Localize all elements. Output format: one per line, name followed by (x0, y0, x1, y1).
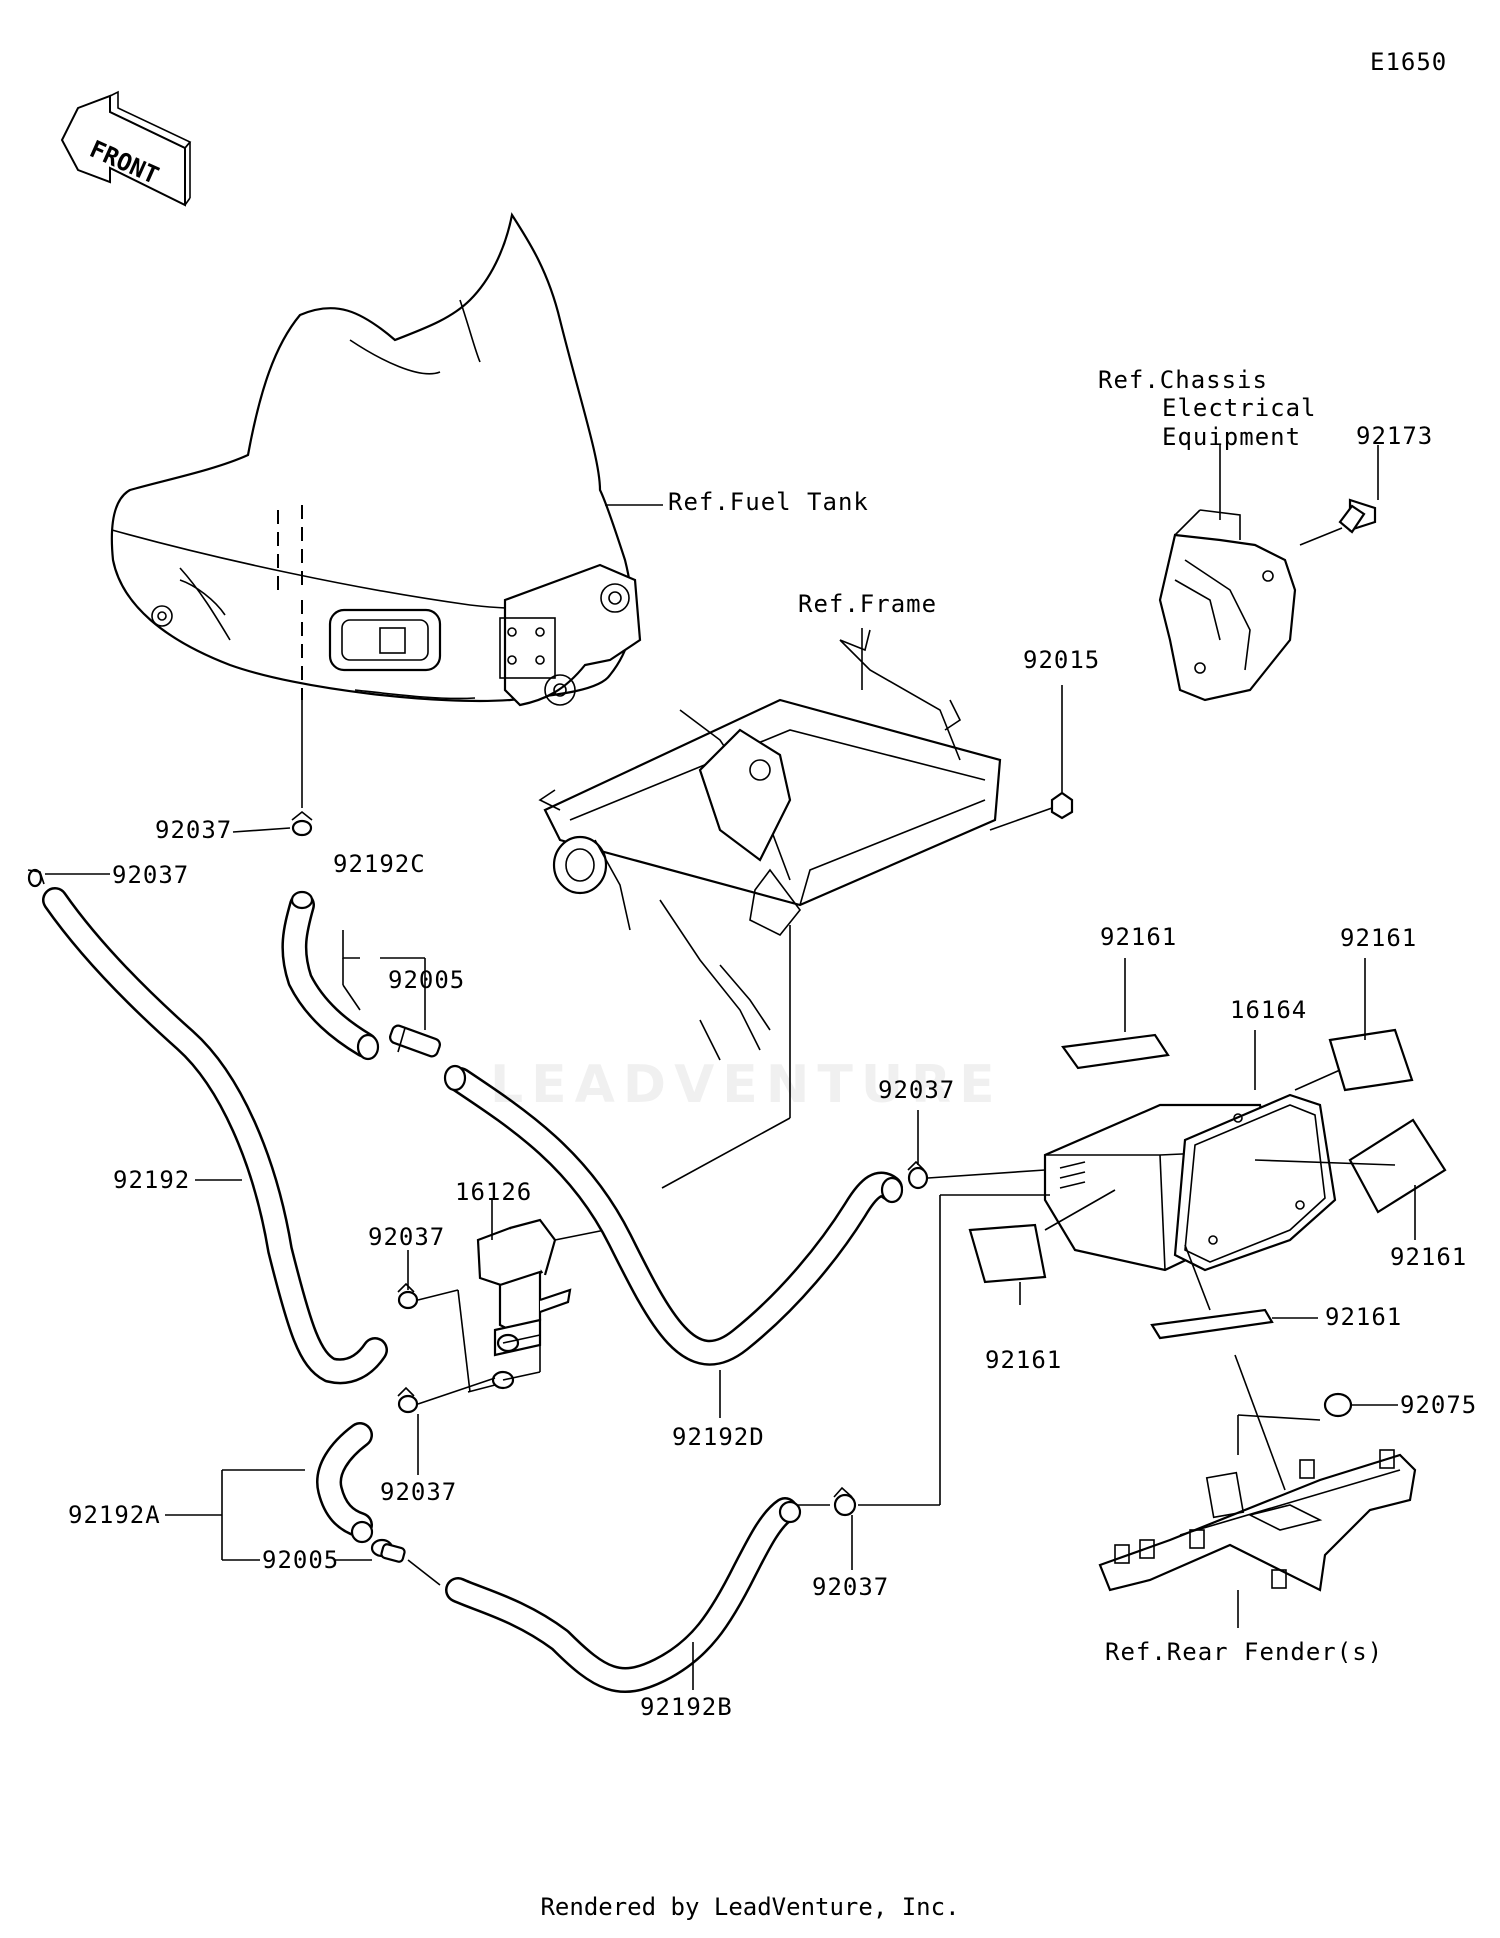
part-label-92161-b: 92161 (1340, 924, 1418, 952)
clamp-92037-mid (397, 1282, 419, 1310)
rear-fender-reference (1098, 1449, 1417, 1592)
part-label-92075: 92075 (1400, 1391, 1478, 1419)
part-label-16164: 16164 (1230, 996, 1308, 1024)
ref-chassis-label-line3: Equipment (1162, 423, 1302, 451)
ref-chassis-label-line1: Ref.Chassis (1098, 366, 1268, 394)
part-label-92005-a: 92005 (388, 966, 466, 994)
clamp-92037-bottom (833, 1486, 857, 1517)
part-label-92192A: 92192A (68, 1501, 161, 1529)
pad-92161-top-left (1061, 1033, 1170, 1070)
watermark-text: LEADVENTURE (490, 1055, 1003, 1115)
part-label-92161-e: 92161 (985, 1346, 1063, 1374)
part-label-92037-c: 92037 (878, 1076, 956, 1104)
front-arrow-label: FRONT (86, 135, 163, 190)
bolt-92173 (1338, 498, 1377, 534)
part-label-92037-d: 92037 (368, 1223, 446, 1251)
part-label-92173: 92173 (1356, 422, 1434, 450)
part-label-92037-b: 92037 (112, 861, 190, 889)
ref-chassis-label-line2: Electrical (1162, 394, 1317, 422)
clamp-92037-top (291, 810, 313, 837)
pad-92161-top-right (1328, 1028, 1414, 1092)
connector-92005-upper (389, 1024, 441, 1058)
part-label-92161-d: 92161 (1325, 1303, 1403, 1331)
chassis-electrical-bracket-reference (1158, 509, 1297, 702)
canister-16164 (1043, 1093, 1337, 1272)
fuel-tank-reference (110, 212, 642, 707)
part-label-92192D: 92192D (672, 1423, 765, 1451)
part-label-92161-c: 92161 (1390, 1243, 1468, 1271)
ref-rear-fender-label: Ref.Rear Fender(s) (1105, 1638, 1384, 1666)
part-label-92037-f: 92037 (812, 1573, 890, 1601)
ref-frame-label: Ref.Frame (798, 590, 938, 618)
pad-92161-bottom (1150, 1308, 1274, 1340)
part-label-92015: 92015 (1023, 646, 1101, 674)
clamp-92037-lower (397, 1386, 419, 1414)
connector-92005-lower (370, 1538, 441, 1586)
part-label-92192: 92192 (113, 1166, 191, 1194)
ref-fuel-tank-label: Ref.Fuel Tank (668, 488, 869, 516)
pad-92161-bottom-left (968, 1223, 1047, 1284)
part-label-92192C: 92192C (333, 850, 426, 878)
plug-92075 (1323, 1392, 1353, 1418)
solenoid-valve-16126 (476, 1218, 616, 1390)
part-label-92192B: 92192B (640, 1693, 733, 1721)
part-label-92161-a: 92161 (1100, 923, 1178, 951)
footer-credit: Rendered by LeadVenture, Inc. (540, 1893, 960, 1921)
clamp-92037-left (27, 868, 45, 888)
nut-92015 (1050, 791, 1074, 820)
clamp-92037-canister (907, 1160, 929, 1190)
part-label-92037-a: 92037 (155, 816, 233, 844)
front-arrow-icon (60, 90, 192, 207)
part-label-16126: 16126 (455, 1178, 533, 1206)
pad-92161-right (1348, 1118, 1447, 1214)
diagram-id: E1650 (1370, 48, 1448, 76)
frame-reference (538, 629, 1002, 1061)
part-label-92005-b: 92005 (262, 1546, 340, 1574)
part-label-92037-e: 92037 (380, 1478, 458, 1506)
